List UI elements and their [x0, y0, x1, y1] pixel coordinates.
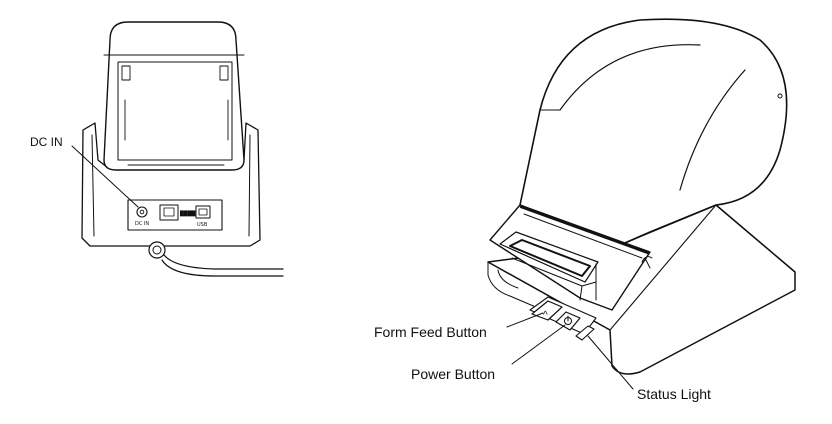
- dc-in-jack: [136, 206, 148, 218]
- form-feed-button[interactable]: [531, 300, 563, 321]
- paper-exit-slot: [499, 231, 599, 283]
- status-light-label: Status Light: [637, 386, 711, 402]
- status-light: [575, 325, 595, 341]
- power-plug: [148, 241, 166, 259]
- svg-text:USB: USB: [197, 222, 208, 228]
- svg-text:DC IN: DC IN: [135, 221, 149, 227]
- printer-front-view: ^: [487, 18, 796, 390]
- status-light-leader-line: [587, 335, 634, 390]
- form-feed-leader-line: [506, 312, 544, 328]
- power-button-label: Power Button: [411, 366, 495, 382]
- power-leader-line: [511, 324, 566, 365]
- usb-port: [195, 205, 211, 219]
- svg-text:████: ████: [179, 210, 196, 217]
- dc-in-leader-line: [71, 145, 139, 208]
- form-feed-button-label: Form Feed Button: [374, 324, 487, 340]
- dc-in-label: DC IN: [30, 135, 63, 149]
- printer-rear-view: DC IN ████ USB: [71, 21, 284, 277]
- middle-port: [159, 204, 179, 221]
- form-feed-glyph-icon: ^: [543, 310, 548, 321]
